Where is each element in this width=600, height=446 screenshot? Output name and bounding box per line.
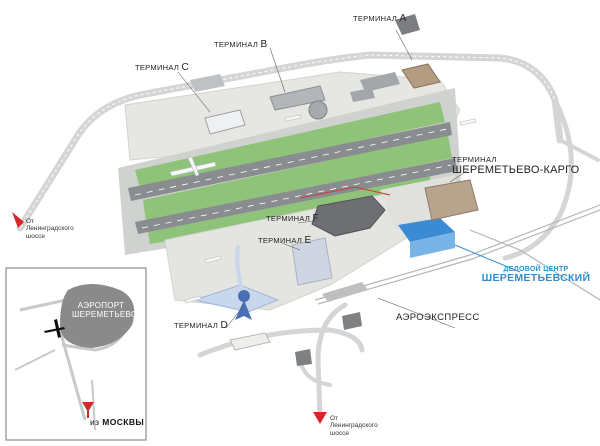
business-center-line2: ШЕРЕМЕТЬЕВСКИЙ (481, 272, 591, 285)
leningrad-west-note: От Ленинградского шоссе (26, 218, 74, 240)
terminal-e-prefix: ТЕРМИНАЛ (258, 236, 303, 245)
runway-markings (134, 128, 452, 229)
aeroexpress-station (322, 282, 368, 302)
terminal-d-label: ТЕРМИНАЛ D (174, 321, 228, 331)
terminal-a-prefix: ТЕРМИНАЛ (353, 14, 398, 23)
terminal-a-letter: A (399, 13, 407, 24)
cargo-terminal-line1: ТЕРМИНАЛ (452, 155, 497, 164)
grass-middle (143, 135, 452, 222)
business-center-line1: ДЕЛОВОЙ ЦЕНТР (503, 266, 569, 273)
terminal-c-label: ТЕРМИНАЛ C (135, 63, 189, 73)
north-apron (124, 71, 461, 161)
leningrad-south-note-line1: От (330, 415, 339, 422)
leningrad-south-note-line2: Ленинградского (330, 422, 378, 430)
railway-line (314, 204, 600, 305)
inset-airport-line1: АЭРОПОРТ (77, 301, 125, 310)
terminal-b-building (269, 85, 328, 120)
terminal-f-letter: F (312, 213, 319, 224)
terminal-c-building (190, 74, 246, 135)
terminal-e-letter: E (304, 235, 312, 246)
leningrad-south-note-line3: шоссе (330, 429, 349, 437)
terminal-d-building (193, 244, 280, 320)
north-buildings (350, 72, 400, 102)
terminal-f-prefix: ТЕРМИНАЛ (266, 214, 311, 223)
leningrad-west-note-line1: От (26, 218, 35, 225)
leningrad-west-note-line3: шоссе (26, 232, 45, 240)
cargo-terminal-label: ТЕРМИНАЛ ШЕРЕМЕТЬЕВО-КАРГО (452, 156, 579, 176)
inset-airport-line2: ШЕРЕМЕТЬЕВО (72, 310, 138, 320)
inset-airport-label: АЭРОПОРТ ШЕРЕМЕТЬЕВО (72, 301, 138, 320)
aircraft (169, 114, 477, 304)
grass-south (148, 176, 432, 244)
business-center-building (398, 218, 455, 258)
arrow-from-leningrad-south (313, 412, 327, 424)
leader-lines (177, 29, 469, 329)
terminal-c-prefix: ТЕРМИНАЛ (135, 63, 180, 72)
terminal-f-label: ТЕРМИНАЛ F (266, 214, 319, 224)
inset-map (5, 267, 147, 441)
terminal-b-letter: B (260, 39, 268, 50)
leningrad-south-note: От Ленинградского шоссе (330, 415, 378, 437)
business-center-pointer (454, 244, 521, 273)
terminal-b-prefix: ТЕРМИНАЛ (214, 40, 259, 49)
arrow-from-leningrad-west (12, 212, 24, 228)
terminal-d-prefix: ТЕРМИНАЛ (174, 321, 219, 330)
from-moscow-label: из МОСКВЫ (90, 418, 144, 427)
terminal-d-letter: D (220, 320, 228, 331)
leningrad-west-note-line2: Ленинградского (26, 225, 74, 233)
cargo-terminal-building (424, 179, 479, 221)
aeroexpress-label: АЭРОЭКСПРЕСС (396, 312, 480, 323)
runways (128, 122, 457, 234)
south-buildings (229, 312, 362, 366)
cargo-terminal-line2: ШЕРЕМЕТЬЕВО-КАРГО (452, 163, 580, 176)
terminal-b-label: ТЕРМИНАЛ B (214, 40, 267, 50)
from-moscow-city: МОСКВЫ (102, 417, 145, 427)
terminal-e-building (291, 237, 333, 286)
from-moscow-prefix: из (90, 417, 100, 427)
terminal-e-label: ТЕРМИНАЛ E (258, 236, 311, 246)
terminal-a-building (395, 14, 441, 89)
terminal-a-label: ТЕРМИНАЛ A (353, 14, 406, 24)
terminal-c-letter: C (181, 62, 189, 73)
business-center-label: ДЕЛОВОЙ ЦЕНТР ШЕРЕМЕТЬЕВСКИЙ (472, 266, 600, 284)
ring-road (16, 51, 600, 261)
terminal-f-building (299, 186, 391, 237)
